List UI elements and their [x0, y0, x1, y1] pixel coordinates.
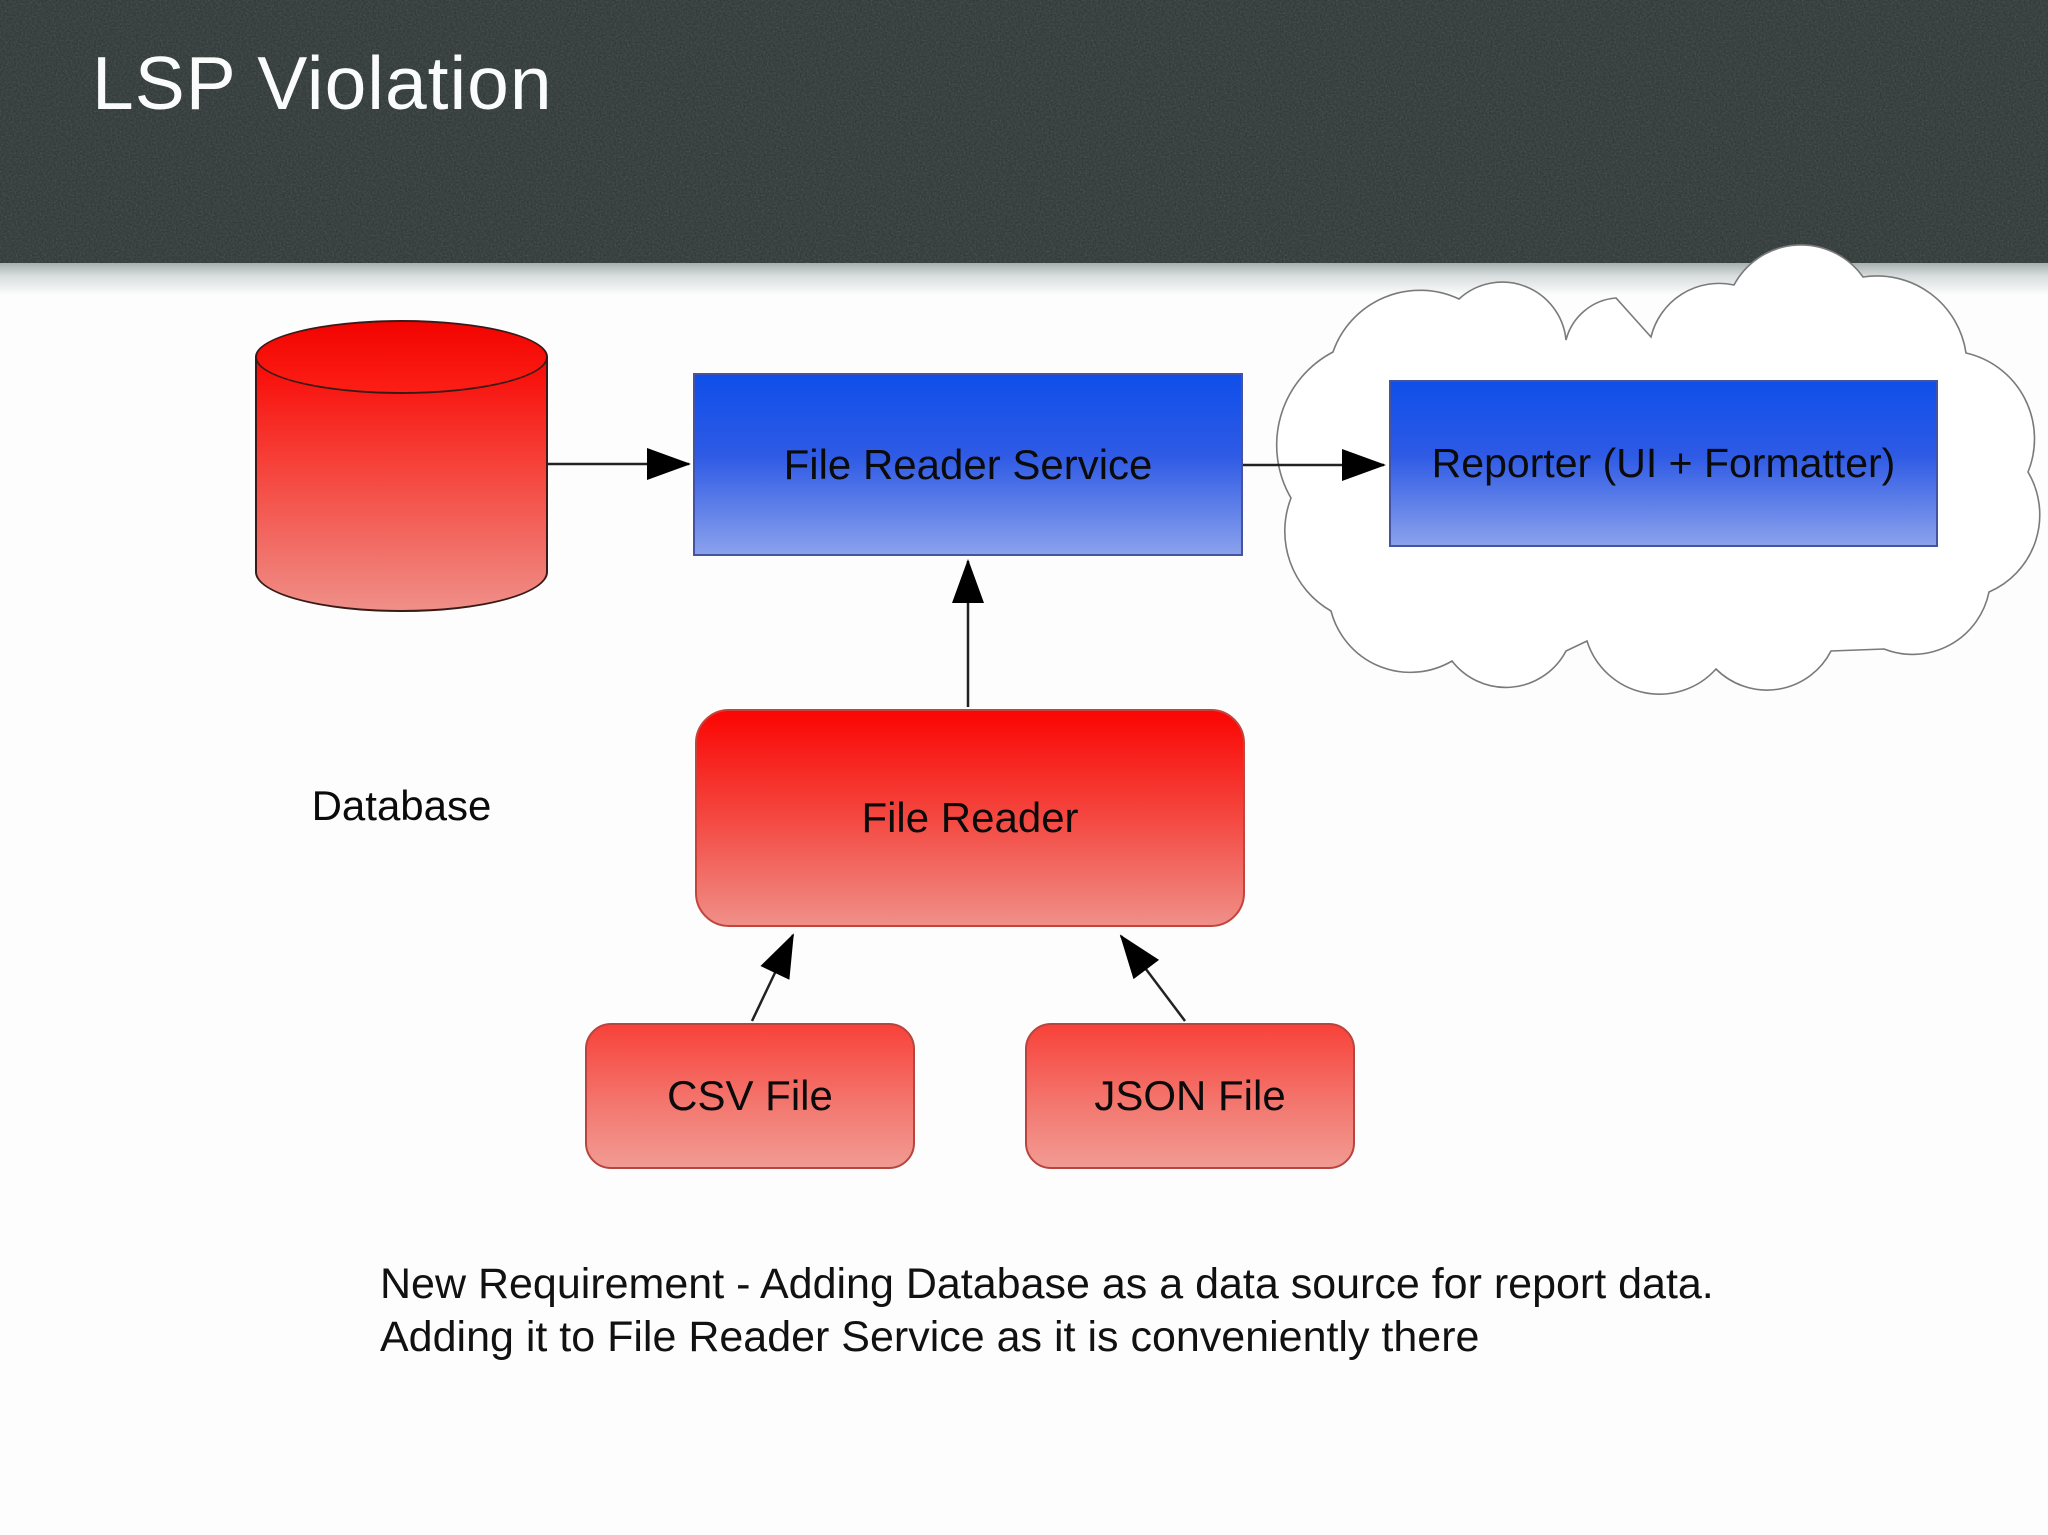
slide-header: LSP Violation [0, 0, 2048, 263]
requirement-note: New Requirement - Adding Database as a d… [380, 1258, 1940, 1364]
json-file-label: JSON File [1094, 1072, 1286, 1119]
node-reporter: Reporter (UI + Formatter) [1389, 380, 1938, 547]
header-texture [0, 0, 2048, 263]
file-reader-label: File Reader [861, 794, 1079, 841]
database-cylinder: Database [255, 320, 548, 829]
database-label: Database [311, 782, 492, 829]
node-file-reader-service: File Reader Service [693, 373, 1243, 556]
node-csv-file: CSV File [585, 1023, 915, 1169]
requirement-note-line1: New Requirement - Adding Database as a d… [380, 1260, 1714, 1308]
database-cylinder-body [255, 356, 548, 612]
file-reader-service-label: File Reader Service [783, 440, 1153, 488]
arrow-json-file-to-file-reader [1119, 934, 1186, 1022]
arrow-csv-file-to-file-reader [750, 933, 795, 1022]
requirement-note-line2: Adding it to File Reader Service as it i… [380, 1313, 1480, 1361]
slide-title: LSP Violation [92, 41, 553, 125]
node-file-reader: File Reader [695, 709, 1245, 927]
reporter-label: Reporter (UI + Formatter) [1431, 440, 1896, 486]
database-cylinder-top [255, 320, 548, 394]
csv-file-label: CSV File [667, 1072, 833, 1119]
node-json-file: JSON File [1025, 1023, 1355, 1169]
